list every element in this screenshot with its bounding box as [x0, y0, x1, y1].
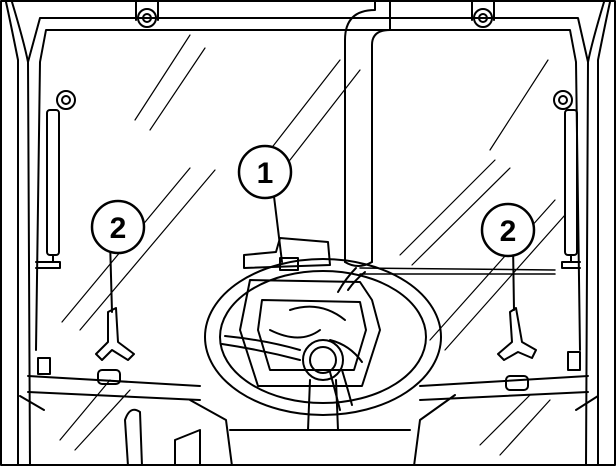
callout-2-right: 2: [480, 202, 536, 258]
exhaust-pipe: [344, 1, 391, 267]
latch-handle-right: [497, 307, 537, 391]
callout-1: 1: [237, 144, 293, 200]
callout-circle: [237, 144, 293, 200]
callout-2-left: 2: [90, 199, 146, 255]
steering-wheel: [204, 258, 442, 416]
window-hinge-left: [135, 1, 159, 28]
steering-column: [189, 379, 456, 466]
window-hinge-right: [471, 1, 495, 28]
callout-label: 2: [500, 215, 517, 248]
callout-circle: [90, 199, 146, 255]
gear-lever: [124, 408, 201, 466]
callout-label: 1: [257, 157, 274, 190]
lower-cab-rail: [19, 351, 599, 411]
callout-leaders: [109, 179, 515, 313]
callout-label: 2: [110, 212, 127, 245]
instrument-panel: [239, 237, 381, 387]
callout-circle: [480, 202, 536, 258]
cab-frame: [5, 1, 611, 466]
gas-strut-left: [35, 90, 76, 269]
gas-strut-right: [553, 90, 581, 269]
latch-handle-left: [95, 307, 135, 385]
